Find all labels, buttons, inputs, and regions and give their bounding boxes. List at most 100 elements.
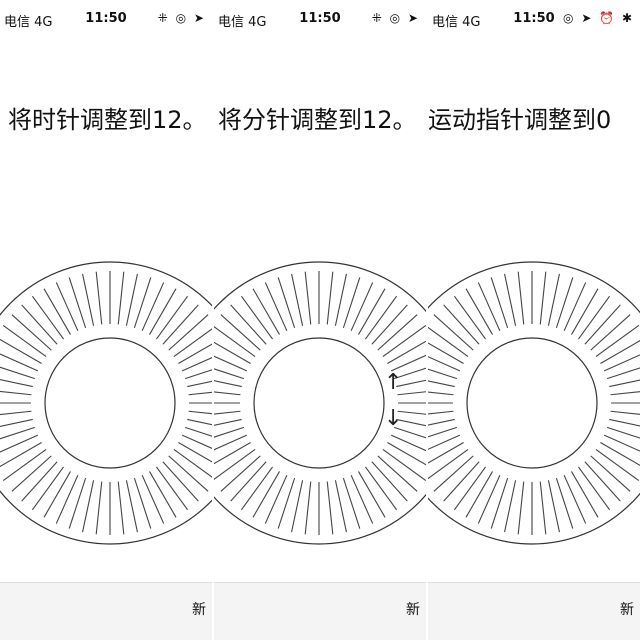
tick-mark [214,434,248,451]
tick-mark [603,354,640,372]
inner-ring [44,337,176,469]
tick-mark [465,288,493,335]
tick-mark [517,481,525,535]
tick-mark [358,471,386,518]
tick-mark [252,288,280,335]
tick-mark [453,295,487,340]
tick-mark [214,426,245,438]
tick-mark [539,481,547,535]
tick-mark [21,304,58,345]
tick-mark [149,471,177,518]
status-bar: 电信 4G 11:50 ⁜ ◎ ➤ [0,11,212,30]
tick-mark [428,391,454,396]
panel-sport: 电信 4G 11:50 ◎ ➤ ⏰ ✱ 运动指针调整到0 新 [428,0,640,640]
tick-mark [95,271,103,325]
tick-mark [214,380,242,388]
tick-mark [334,273,347,326]
tick-mark [342,277,361,329]
tick-mark [168,314,209,351]
carrier-label: 电信 4G [4,15,53,30]
instruction-text: 运动指针调整到0 [428,106,612,134]
carrier-label: 电信 4G [432,15,481,30]
tick-mark [606,367,640,380]
outer-ring [428,261,640,545]
tick-mark [240,295,274,340]
tick-mark [547,480,560,533]
tick-mark [600,442,640,466]
tick-mark [504,480,517,533]
dial-ring[interactable] [0,255,212,550]
tick-mark [334,480,347,533]
new-button[interactable]: 新 [620,602,634,618]
tick-mark [563,282,587,332]
new-button[interactable]: 新 [406,602,420,618]
tick-mark [350,282,374,332]
tick-mark [609,418,640,427]
tick-mark [125,480,138,533]
arrow-up-icon[interactable]: ↑ [384,370,403,395]
arrow-down-icon[interactable]: ↓ [384,406,403,431]
tick-mark [393,426,426,439]
adjust-arrows[interactable]: ↑ ↓ [384,370,416,438]
bottom-bar: 新 [0,582,212,640]
status-time: 11:50 [299,11,341,26]
tick-mark [610,410,640,415]
inner-ring [466,337,598,469]
tick-mark [428,434,461,450]
tick-mark [188,391,212,396]
bottom-bar: 新 [428,582,640,640]
tick-mark [277,277,296,329]
tick-mark [214,442,251,465]
tick-mark [0,434,39,453]
new-button[interactable]: 新 [192,602,206,618]
tick-mark [577,466,611,511]
tick-mark [342,477,361,529]
tick-mark [428,410,454,415]
tick-mark [0,426,36,440]
dial-ring[interactable] [428,255,640,550]
tick-mark [600,340,640,364]
tick-mark [539,271,547,325]
tick-mark [397,410,426,415]
tick-mark [490,477,509,529]
tick-mark [382,324,426,358]
tick-mark [181,356,212,372]
tick-mark [382,448,426,482]
tick-mark [82,273,95,326]
tick-mark [117,481,125,535]
tick-mark [453,466,487,511]
tick-mark [326,271,334,325]
status-time: 11:50 [85,11,127,26]
tick-mark [428,342,464,364]
tick-mark [443,304,480,345]
tick-mark [364,295,398,340]
tick-mark [125,273,138,326]
tick-mark [595,448,640,482]
dial-ring[interactable] [214,255,426,550]
tick-mark [214,341,251,364]
tick-mark [240,466,274,511]
tick-mark [2,324,47,358]
tick-mark [141,282,165,332]
tick-mark [387,340,426,364]
tick-mark [220,314,261,351]
tick-mark [230,461,267,502]
tick-mark [326,481,334,535]
tick-mark [547,273,560,326]
tick-mark [584,461,621,502]
tick-mark [555,277,574,329]
tick-mark [0,379,33,388]
tick-mark [350,474,374,524]
instruction-text: 将分针调整到12。 [218,106,417,134]
tick-mark [173,448,212,478]
tick-mark [390,354,426,372]
tick-mark [82,480,95,533]
tick-mark [214,368,245,380]
status-bar: 电信 4G 11:50 ◎ ➤ ⏰ ✱ [428,11,640,30]
tick-mark [2,448,47,482]
status-icons: ⁜ ◎ ➤ [371,11,420,25]
tick-mark [393,367,426,380]
tick-mark [428,326,469,358]
tick-mark [68,277,87,329]
tick-mark [162,304,199,345]
